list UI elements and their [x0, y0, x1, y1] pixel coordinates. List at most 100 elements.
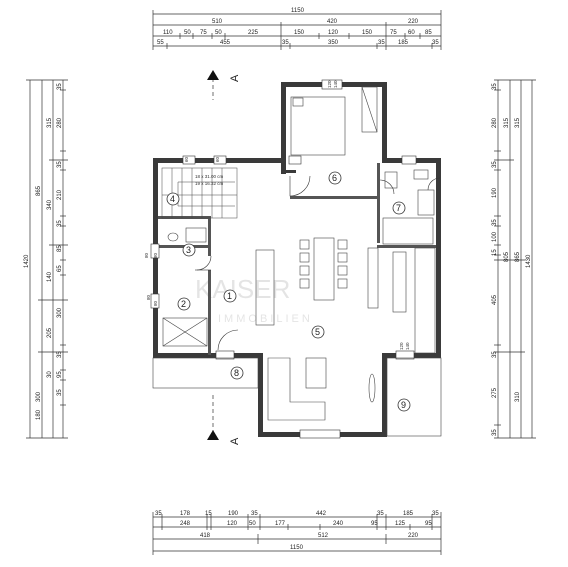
section-label-top: A	[229, 74, 241, 82]
dim-left-col3-0: 315	[47, 117, 53, 128]
kitchen-counter	[367, 247, 379, 309]
win-label-7: 140	[405, 342, 410, 350]
section-markers: A A	[207, 70, 241, 445]
dim-bot-row1-0: 35	[155, 511, 162, 517]
dim-left-col4-1: 280	[57, 117, 63, 128]
dim-right-col2-0: 315	[515, 117, 521, 128]
dim-top-total: 1150	[291, 8, 305, 14]
dim-left-col2-2: 180	[36, 409, 42, 420]
dim-bot-row2-4: 240	[333, 521, 344, 527]
dim-right-col4-2: 35	[492, 161, 498, 168]
dim-top-row3-1: 50	[184, 30, 191, 36]
dim-bot-row2-0: 248	[180, 521, 191, 527]
toilet-2	[413, 169, 429, 180]
win-label-9: 60	[215, 156, 220, 162]
dim-bot-row2-2: 50	[249, 521, 256, 527]
dim-left-col3-2: 140	[47, 271, 53, 282]
windows	[150, 79, 417, 439]
dim-bot-row3-1: 512	[318, 533, 329, 539]
dim-right-col4-0: 35	[492, 83, 498, 90]
section-arrow-top-icon	[207, 70, 219, 80]
win-label-2: 80	[153, 252, 158, 258]
watermark-line-2: IMMOBILIEN	[218, 313, 313, 325]
dim-left-col2-0: 865	[36, 185, 42, 196]
dim-left-col4-9: 95	[57, 371, 63, 378]
terrace-8	[152, 357, 259, 389]
dim-right-col4-3: 190	[492, 187, 498, 198]
dim-left-col4-7: 300	[57, 307, 63, 318]
door-bedroom	[289, 175, 311, 197]
dim-left-col4-0: 35	[57, 83, 63, 90]
pillow	[292, 97, 304, 107]
dim-right-col4-5: 100	[492, 231, 498, 242]
dim-right-col4-6: 15	[492, 249, 498, 256]
dim-left-col4-6: 65	[57, 265, 63, 272]
stair-note-2: 19 x 16.32 cm	[195, 181, 224, 186]
dim-top-row3-7: 150	[362, 30, 373, 36]
dim-bot-row1-6: 35	[377, 511, 384, 517]
dim-top-row2-0: 510	[212, 19, 223, 25]
dim-top-row3-8: 75	[390, 30, 397, 36]
section-label-bottom: A	[229, 437, 241, 445]
coffee-table	[305, 357, 327, 389]
dim-bot-row3-2: 220	[408, 533, 419, 539]
lounge-chair	[368, 373, 376, 403]
dim-top-row3-10: 85	[425, 30, 432, 36]
bathroom-cabinet	[417, 189, 435, 216]
dim-bot-row2-5: 95	[371, 521, 378, 527]
room-3-label: 3	[186, 245, 191, 255]
dim-left-col3-4: 30	[47, 371, 53, 378]
dim-bot-total: 1150	[290, 545, 304, 551]
room-7-label: 7	[396, 203, 401, 213]
dim-top-row4-2: 35	[282, 40, 289, 46]
dim-bot-row1-8: 35	[432, 511, 439, 517]
sink	[384, 171, 398, 189]
room-1-label: 1	[227, 291, 232, 301]
dim-right-col2-1: 865	[515, 251, 521, 262]
dim-left-col4-10: 35	[57, 389, 63, 396]
dim-top-row3-5: 150	[294, 30, 305, 36]
bottom-dimensions: 35 178 15 190 35 442 35 185 35 248 120 5…	[152, 511, 442, 555]
dim-bot-row1-3: 190	[228, 511, 239, 517]
kitchen-island	[392, 251, 407, 313]
dim-left-col4-3: 210	[57, 189, 63, 200]
dim-top-row4-3: 350	[328, 40, 339, 46]
wardrobe	[361, 86, 378, 133]
dim-right-col3-0: 315	[504, 117, 510, 128]
dining-table	[313, 237, 335, 301]
bed	[290, 96, 346, 156]
win-label-3: 80	[153, 300, 158, 306]
dim-left-col4-4: 35	[57, 220, 63, 227]
kitchen-counter-wall	[414, 247, 436, 354]
dim-top-row4-4: 35	[378, 40, 385, 46]
door-bath	[379, 179, 395, 195]
dim-right-col4-7: 405	[492, 294, 498, 305]
room-2-label: 2	[181, 299, 186, 309]
win-label-8: 60	[184, 156, 189, 162]
dim-left-col2-1: 300	[36, 391, 42, 402]
shower	[162, 317, 208, 347]
dim-top-row2-2: 220	[408, 19, 419, 25]
dim-bot-row1-2: 15	[205, 511, 212, 517]
win-label-4: 120	[327, 80, 332, 88]
dim-top-row2-1: 420	[327, 19, 338, 25]
sofa	[267, 357, 326, 421]
dim-bot-row1-5: 442	[316, 511, 327, 517]
dim-top-row3-6: 120	[328, 30, 339, 36]
left-dimensions: 1420 865 300 180 315 340 140 205 30 35 2…	[24, 79, 68, 439]
right-dimensions: 35 280 35 190 35 100 15 405 35 275 35 31…	[492, 79, 536, 439]
walls	[153, 82, 441, 437]
room-8-label: 8	[234, 368, 239, 378]
dim-bot-row1-7: 185	[403, 511, 414, 517]
dim-left-col4-8: 35	[57, 351, 63, 358]
dim-top-row3-4: 225	[248, 30, 259, 36]
win-label-6: 120	[399, 342, 404, 350]
win-label-5: 140	[333, 80, 338, 88]
sideboard	[255, 249, 275, 326]
dim-top-row3-0: 110	[163, 30, 173, 36]
dim-right-col4-1: 280	[492, 117, 498, 128]
dim-bot-row3-0: 418	[200, 533, 211, 539]
door-bath-2	[427, 177, 441, 191]
dim-top-row4-0: 55	[157, 40, 164, 46]
dim-right-col4-10: 35	[492, 429, 498, 436]
